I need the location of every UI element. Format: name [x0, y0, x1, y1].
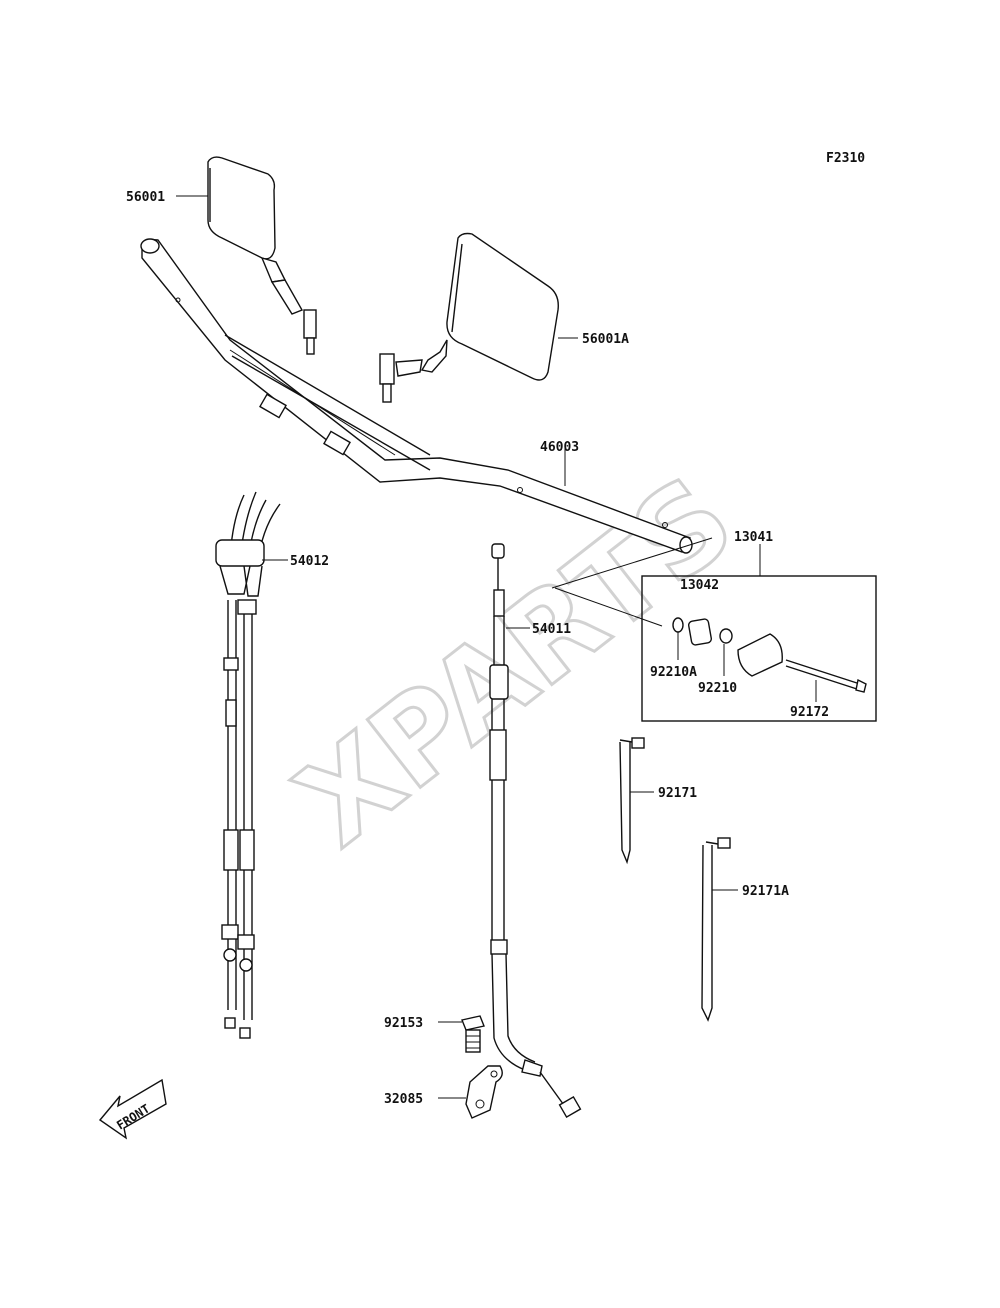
label-collar-a: 92210A — [650, 665, 697, 680]
label-collar: 92210 — [698, 681, 737, 696]
label-holder: 32085 — [384, 1092, 423, 1107]
handlebar[interactable] — [140, 238, 693, 554]
label-handlebar: 46003 — [540, 440, 579, 455]
figure-code: F2310 — [826, 151, 865, 166]
band[interactable] — [619, 737, 645, 865]
front-arrow: FRONT — [98, 1078, 167, 1140]
label-clutch-cable: 54011 — [532, 622, 571, 637]
bolt[interactable] — [461, 1015, 485, 1053]
label-band: 92171 — [658, 786, 697, 801]
weight-assy-box — [551, 537, 877, 722]
label-band-a: 92171A — [742, 884, 789, 899]
label-weight: 13042 — [680, 578, 719, 593]
leader-lines — [176, 195, 817, 1099]
label-mirror-right: 56001A — [582, 332, 629, 347]
mirror-right[interactable] — [379, 232, 559, 403]
label-bolt: 92153 — [384, 1016, 423, 1031]
label-mirror-left: 56001 — [126, 190, 165, 205]
mirror-left[interactable] — [207, 156, 317, 355]
label-throttle-cable: 54012 — [290, 554, 329, 569]
label-weight-assy: 13041 — [734, 530, 773, 545]
label-screw: 92172 — [790, 705, 829, 720]
clutch-cable[interactable] — [489, 543, 582, 1119]
holder[interactable] — [465, 1065, 503, 1119]
throttle-cable[interactable] — [215, 491, 281, 1039]
watermark-text: XPARTS — [272, 450, 758, 872]
band-a[interactable] — [701, 837, 731, 1022]
weight-parts[interactable] — [672, 617, 867, 693]
